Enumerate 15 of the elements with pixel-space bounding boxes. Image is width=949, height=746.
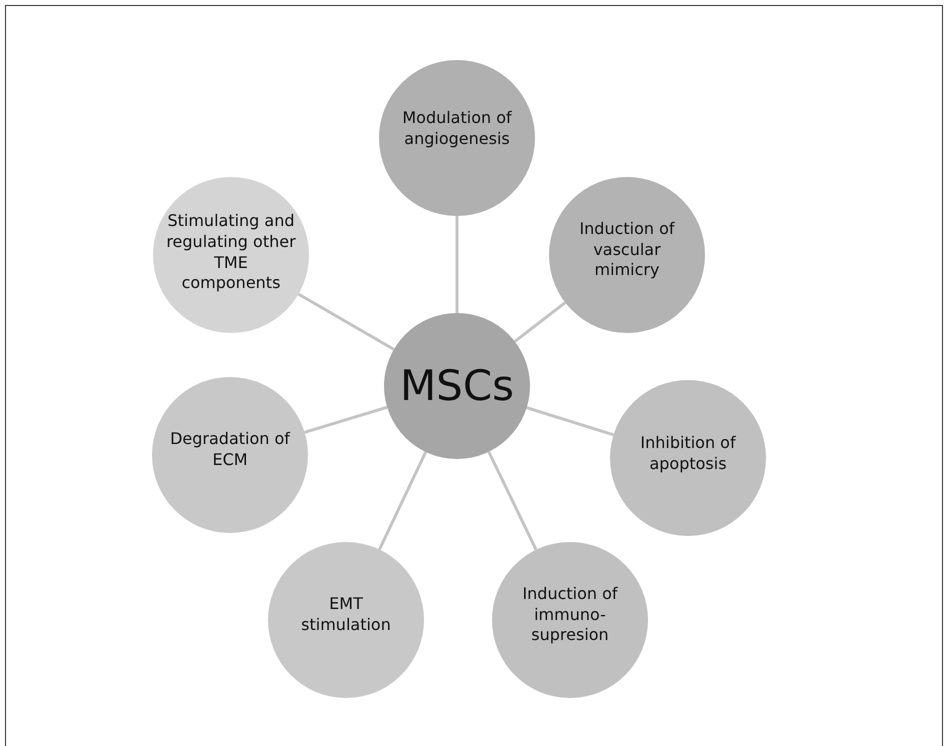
topic-label: Modulation of angiogenesis (401, 108, 513, 150)
connector-line (526, 406, 614, 436)
connector-line (378, 451, 428, 550)
topic-label: EMT stimulation (300, 594, 392, 636)
topic-label: Induction of vascular mimicry (578, 218, 676, 282)
topic-label: Inhibition of apoptosis (639, 433, 737, 475)
topic-label: Induction of immuno- supresion (521, 584, 619, 646)
connector-line (298, 292, 395, 351)
connector-line (487, 451, 538, 550)
topic-label: Stimulating and regulating other TME components (166, 210, 296, 294)
topic-label: Degradation of ECM (170, 429, 290, 471)
center-label: MSCs (398, 360, 516, 412)
connector-line (304, 406, 388, 434)
connector-line (456, 216, 458, 313)
connector-line (514, 301, 566, 343)
